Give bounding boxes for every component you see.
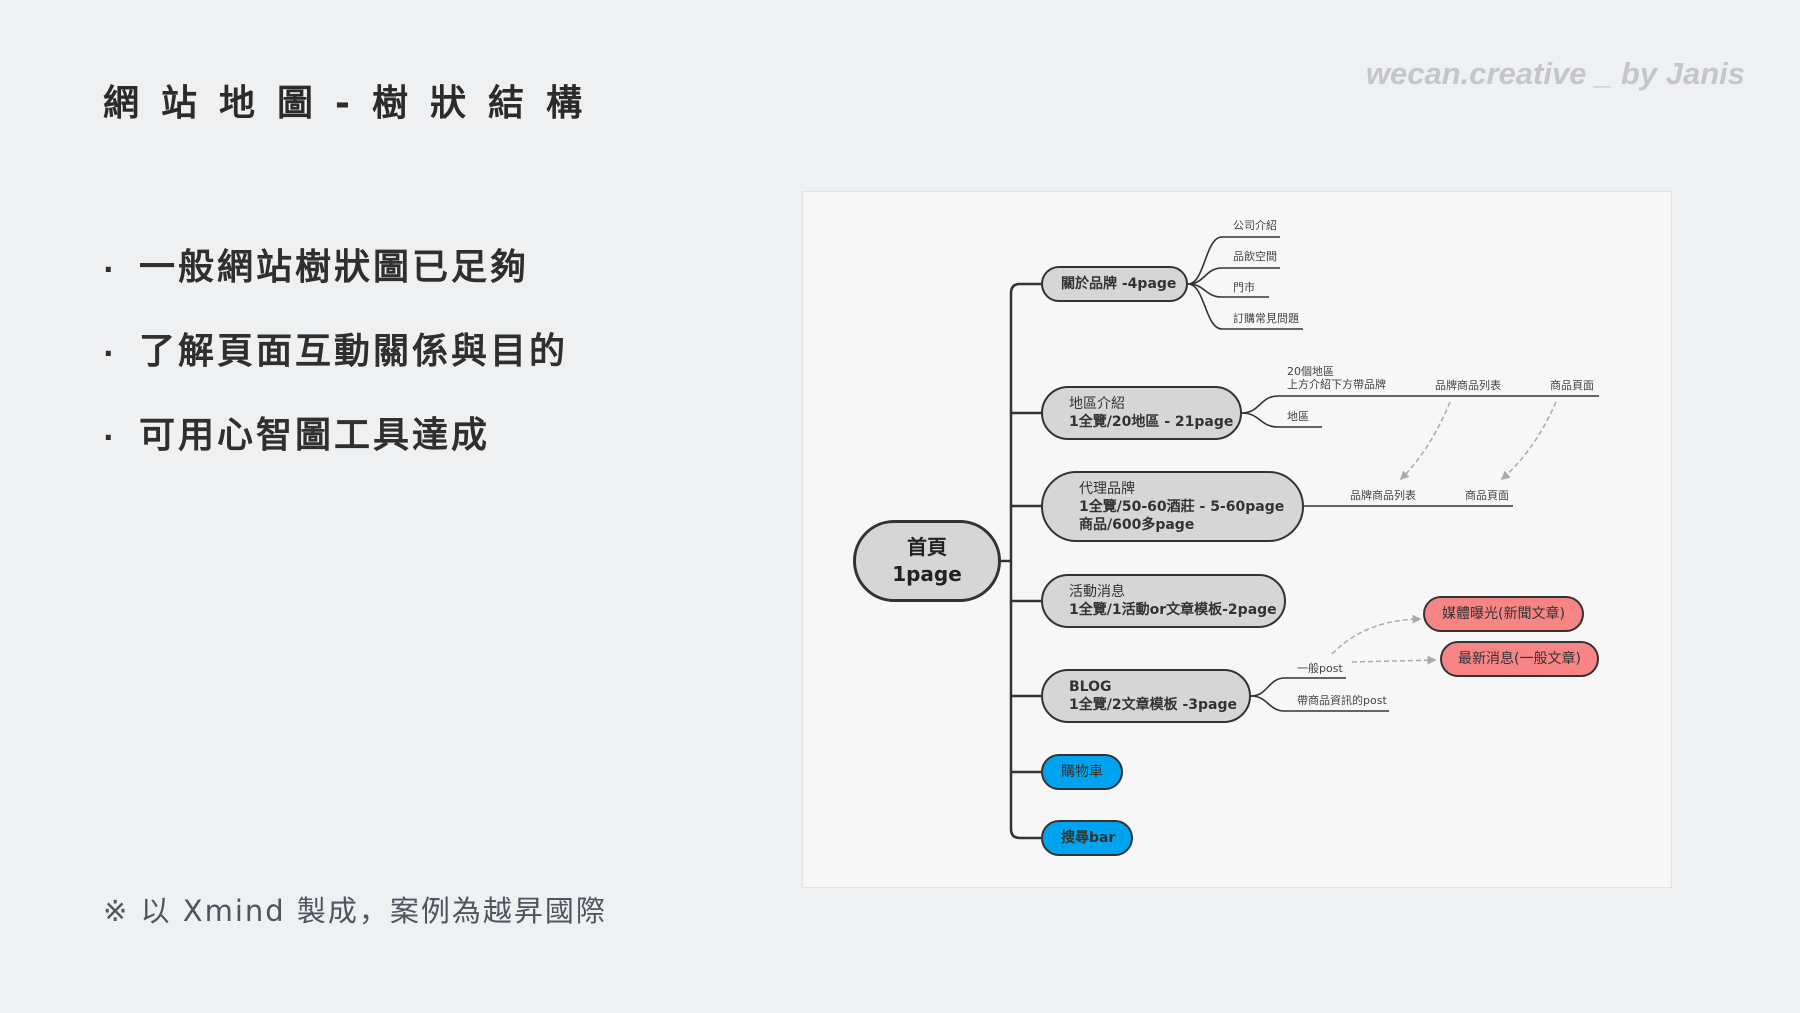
node-blog[interactable]: BLOG 1全覽/2文章模板 -3page bbox=[1041, 669, 1251, 723]
node-label: 活動消息 bbox=[1069, 584, 1125, 600]
node-search-bar[interactable]: 搜尋bar bbox=[1041, 820, 1133, 856]
leaf-20-regions[interactable]: 20個地區上方介紹下方帶品牌 bbox=[1287, 365, 1386, 391]
footnote: ※ 以 Xmind 製成，案例為越昇國際 bbox=[103, 894, 607, 928]
leaf-faq[interactable]: 訂購常見問題 bbox=[1233, 312, 1299, 325]
node-label: 搜尋bar bbox=[1061, 830, 1116, 846]
node-detail: 1全覽/50-60酒莊 - 5-60page bbox=[1079, 498, 1285, 515]
node-label: BLOG bbox=[1069, 679, 1112, 695]
leaf-tasting-space[interactable]: 品飲空間 bbox=[1233, 250, 1277, 263]
leaf-company-intro[interactable]: 公司介紹 bbox=[1233, 219, 1277, 232]
leaf-line: 上方介紹下方帶品牌 bbox=[1287, 378, 1386, 391]
watermark: wecan.creative _ by Janis bbox=[1365, 56, 1745, 91]
leaf-product-page[interactable]: 商品頁面 bbox=[1465, 489, 1509, 502]
root-title: 首頁 bbox=[907, 535, 947, 559]
node-detail: 1全覽/2文章模板 -3page bbox=[1069, 697, 1238, 713]
node-detail: 1全覽/1活動or文章模板-2page bbox=[1069, 602, 1277, 618]
node-label: 媒體曝光(新聞文章) bbox=[1442, 606, 1565, 622]
bullet-dot: · bbox=[103, 421, 117, 454]
leaf-product-post[interactable]: 帶商品資訊的post bbox=[1297, 694, 1387, 707]
bullet-item: · 可用心智圖工具達成 bbox=[103, 406, 490, 458]
node-events[interactable]: 活動消息 1全覽/1活動or文章模板-2page bbox=[1041, 574, 1286, 628]
bullet-item: · 一般網站樹狀圖已足夠 bbox=[103, 238, 529, 290]
node-label: 地區介紹 bbox=[1069, 396, 1125, 412]
root-node-home[interactable]: 首頁 1page bbox=[853, 520, 1001, 602]
node-latest-news[interactable]: 最新消息(一般文章) bbox=[1440, 641, 1599, 677]
root-pages: 1page bbox=[892, 562, 962, 586]
node-label: 最新消息(一般文章) bbox=[1458, 651, 1581, 667]
leaf-line: 20個地區 bbox=[1287, 365, 1334, 378]
leaf-product-page[interactable]: 商品頁面 bbox=[1550, 379, 1594, 392]
node-label: 關於品牌 -4page bbox=[1061, 276, 1177, 292]
node-about-brand[interactable]: 關於品牌 -4page bbox=[1041, 266, 1188, 302]
leaf-store[interactable]: 門市 bbox=[1233, 281, 1255, 294]
bullet-text: 了解頁面互動關係與目的 bbox=[139, 331, 569, 372]
bullet-dot: · bbox=[103, 253, 117, 286]
bullet-text: 一般網站樹狀圖已足夠 bbox=[139, 247, 530, 288]
node-cart[interactable]: 購物車 bbox=[1041, 754, 1123, 790]
node-media-exposure[interactable]: 媒體曝光(新聞文章) bbox=[1423, 596, 1584, 632]
leaf-brand-product-list[interactable]: 品牌商品列表 bbox=[1350, 489, 1416, 502]
node-detail: 1全覽/20地區 - 21page bbox=[1069, 414, 1234, 430]
node-region[interactable]: 地區介紹 1全覽/20地區 - 21page bbox=[1041, 386, 1242, 440]
leaf-brand-product-list[interactable]: 品牌商品列表 bbox=[1435, 379, 1501, 392]
bullet-dot: · bbox=[103, 337, 117, 370]
page-title: 網站地圖-樹狀結構 bbox=[103, 83, 604, 124]
node-label: 購物車 bbox=[1061, 764, 1103, 780]
bullet-item: · 了解頁面互動關係與目的 bbox=[103, 322, 568, 374]
leaf-general-post[interactable]: 一般post bbox=[1297, 662, 1343, 675]
leaf-region[interactable]: 地區 bbox=[1287, 410, 1309, 423]
node-detail: 商品/600多page bbox=[1079, 516, 1195, 533]
node-label: 代理品牌 bbox=[1079, 480, 1135, 497]
bullet-text: 可用心智圖工具達成 bbox=[139, 415, 491, 456]
